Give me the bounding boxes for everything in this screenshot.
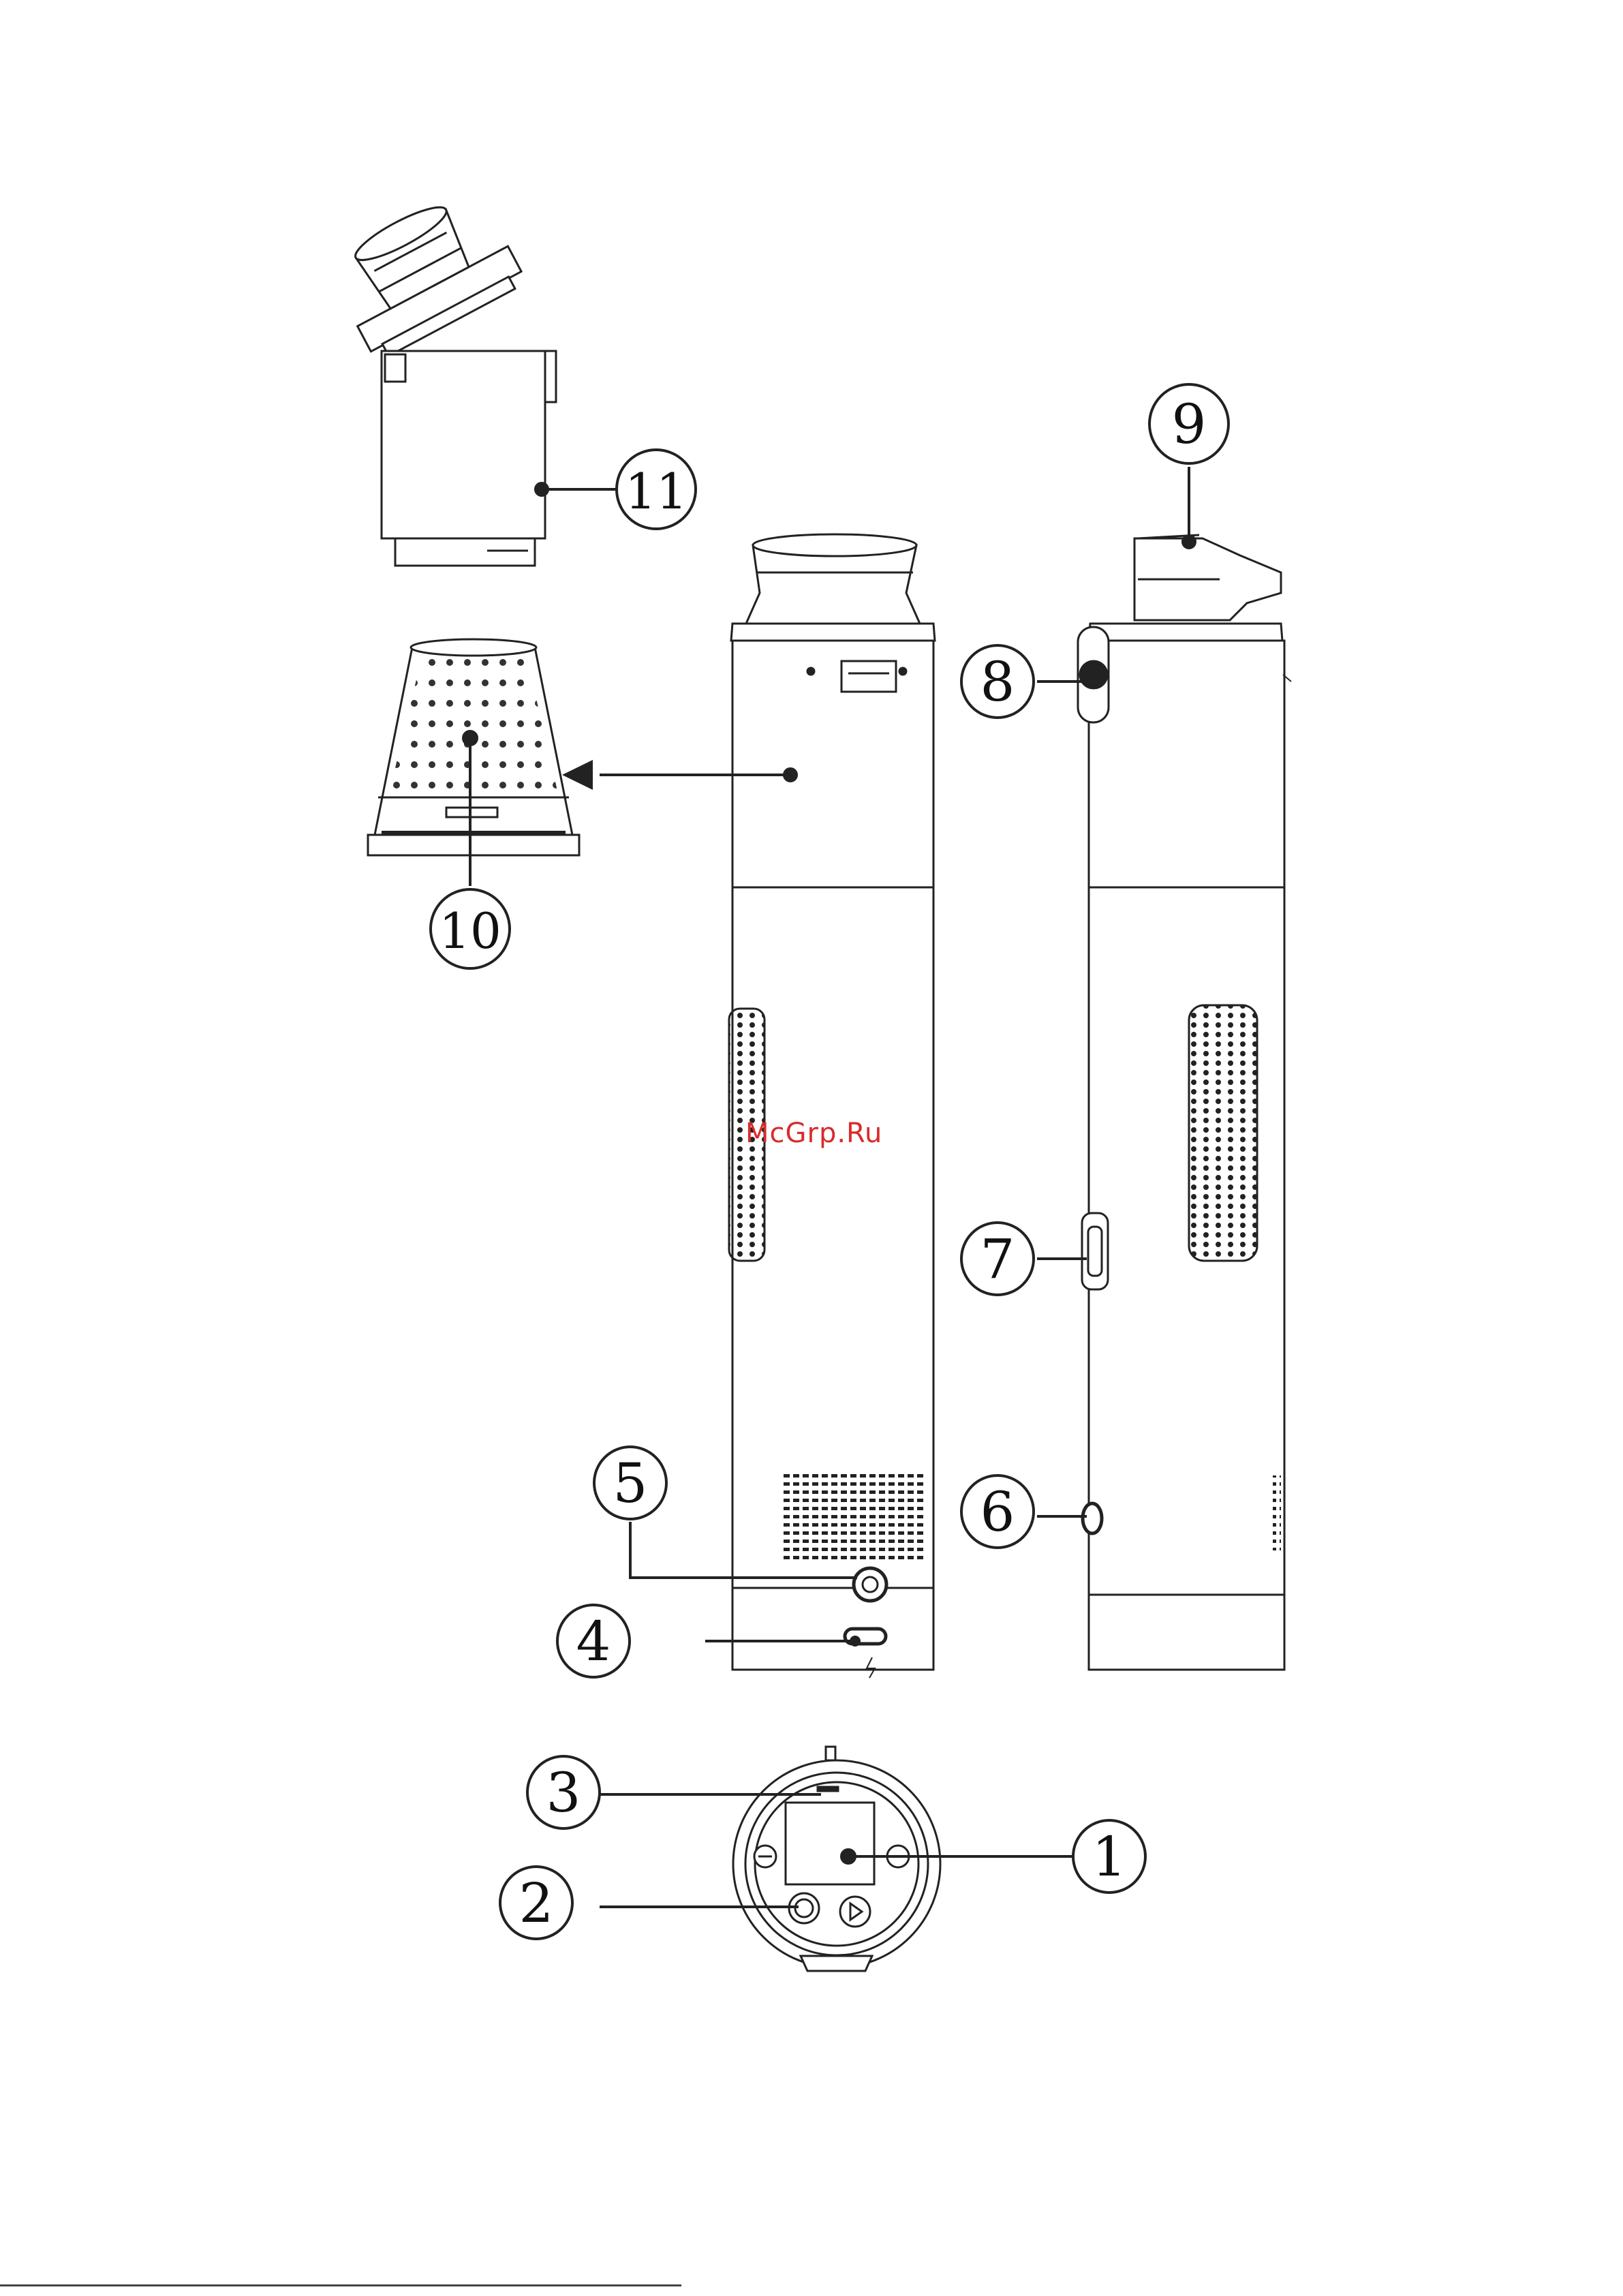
svg-text:7: 7	[980, 1227, 1015, 1291]
filter-illustration	[368, 639, 579, 855]
callout-9: 9	[1149, 384, 1228, 463]
callout-11: 11	[617, 450, 696, 529]
vacuum-side-view	[1078, 535, 1291, 1670]
callout-10: 10	[431, 889, 510, 968]
svg-text:3: 3	[546, 1761, 581, 1824]
dust-container-illustration	[323, 181, 556, 566]
callout-3: 3	[527, 1756, 600, 1828]
watermark-text: McGrp.Ru	[745, 1118, 882, 1149]
callout-4: 4	[557, 1605, 630, 1677]
callout-1: 1	[1073, 1820, 1145, 1893]
svg-text:9: 9	[1172, 393, 1207, 456]
svg-text:6: 6	[980, 1480, 1015, 1544]
callout-6: 6	[961, 1475, 1034, 1548]
callout-8: 8	[961, 645, 1034, 718]
svg-text:5: 5	[613, 1452, 648, 1515]
footer-divider	[0, 2284, 681, 2286]
svg-text:4: 4	[576, 1610, 611, 1673]
svg-text:8: 8	[980, 650, 1015, 714]
callout-5: 5	[594, 1447, 666, 1519]
svg-text:2: 2	[519, 1871, 554, 1935]
callout-7: 7	[961, 1223, 1034, 1295]
svg-text:1: 1	[1092, 1825, 1127, 1888]
vacuum-bottom-view	[733, 1747, 940, 1971]
vacuum-front-view	[729, 534, 935, 1678]
callout-2: 2	[500, 1867, 572, 1939]
svg-text:10: 10	[439, 902, 501, 960]
svg-text:11: 11	[625, 463, 687, 520]
